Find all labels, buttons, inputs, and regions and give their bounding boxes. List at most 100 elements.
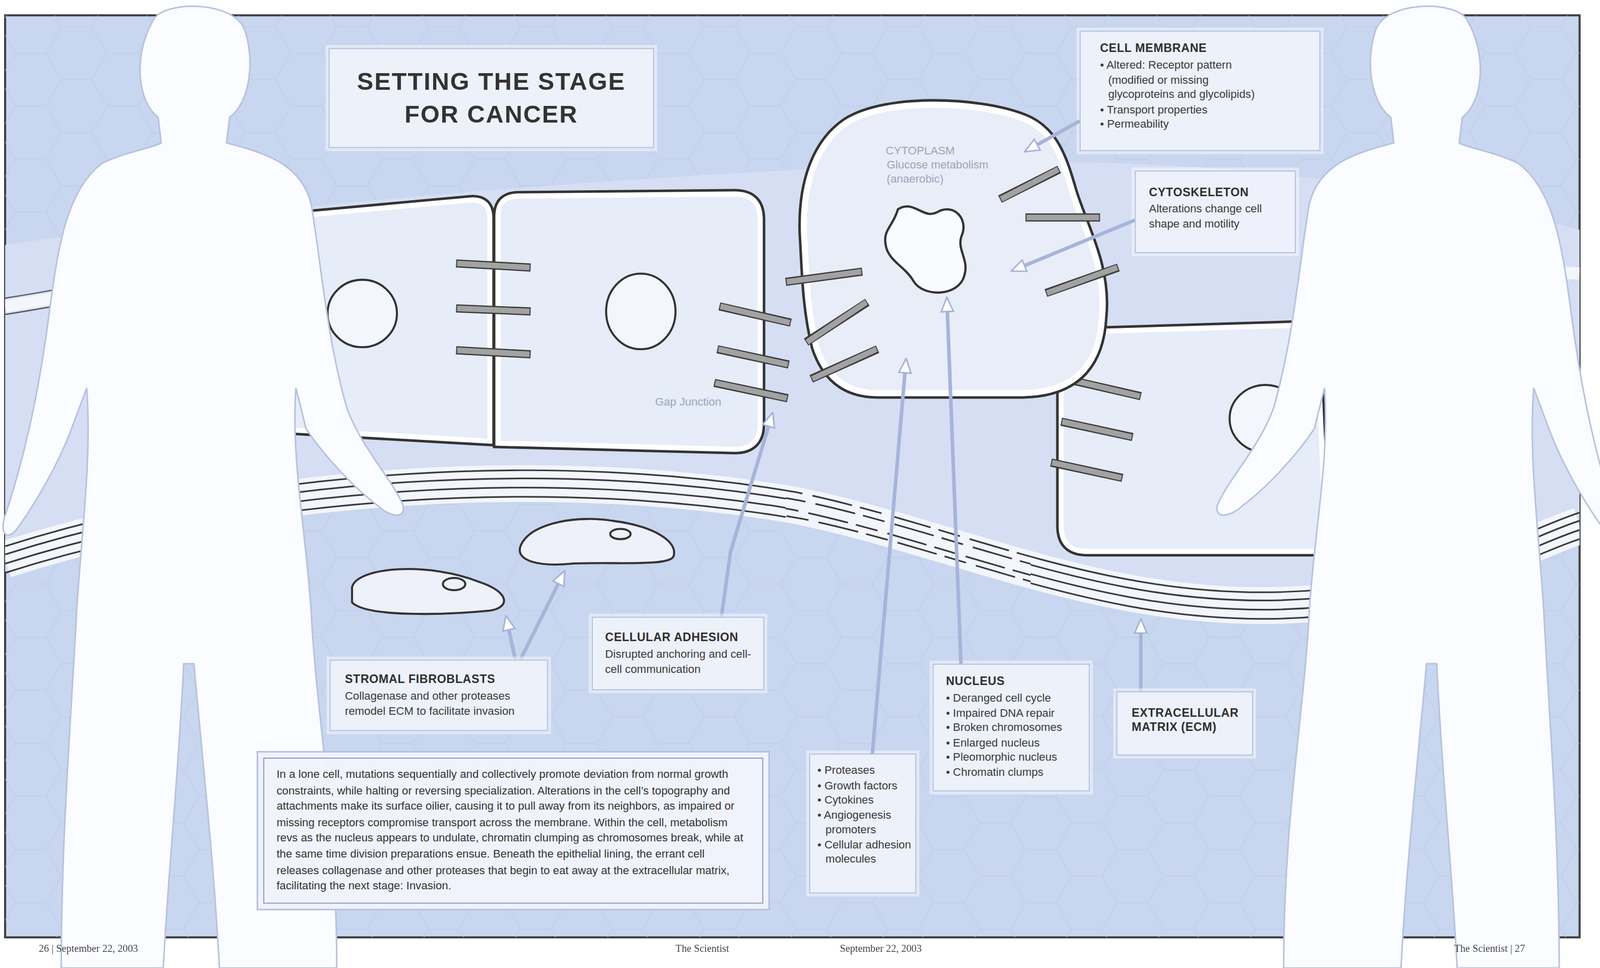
callout-box: • Proteases• Growth factors• Cytokines• …	[809, 753, 917, 894]
callout-arrow	[1012, 219, 1135, 271]
callout-box: CELL MEMBRANE• Altered: Receptor pattern…	[1079, 30, 1321, 152]
page-footer: 26 | September 22, 2003	[38, 941, 139, 954]
basement-membrane	[785, 469, 1031, 592]
box-text: • Proteases	[817, 762, 914, 778]
basement-membrane	[785, 496, 1031, 619]
region-note: Glucose metabolism (anaerobic)	[886, 157, 1002, 187]
box-text: • Broken chromosomes	[945, 719, 1083, 735]
box-text: • Permeability	[1099, 116, 1274, 132]
page-footer: September 22, 2003	[839, 941, 922, 954]
leader-arrow	[506, 616, 516, 660]
junction-bar	[720, 306, 791, 323]
box-text: Alterations change cell shape and motili…	[1149, 201, 1287, 231]
callout-box: EXTRACELLULAR MATRIX (ECM)	[1116, 690, 1254, 756]
page-footer: The Scientist | 27	[1454, 941, 1526, 954]
fibroblast	[351, 568, 504, 614]
box-text: • Cytokines	[817, 792, 914, 807]
callout-box: STROMAL FIBROBLASTSCollagenase and other…	[329, 659, 549, 732]
normal-cell	[498, 194, 761, 450]
box-text: • Pleomorphic nucleus	[945, 749, 1083, 764]
callout-box: CELLULAR ADHESIONDisrupted anchoring and…	[591, 616, 765, 691]
box-text: Collagenase and other proteases remodel …	[344, 687, 539, 718]
basement-membrane	[785, 469, 1031, 619]
leader-arrow	[1139, 619, 1143, 692]
cancer-cell: CYTOPLASMGlucose metabolism (anaerobic)	[795, 96, 1107, 403]
box-text: • Chromatin clumps	[945, 763, 1083, 779]
callout-box: CYTOSKELETON Alterations change cell shap…	[1134, 170, 1296, 254]
box-text: • Cellular adhesion molecules	[817, 836, 914, 867]
junction-bar	[806, 302, 868, 342]
cell-outline	[785, 104, 1119, 393]
box-heading: CELLULAR ADHESION	[605, 629, 755, 644]
fibroblast	[610, 528, 631, 540]
junction-bar	[812, 348, 877, 379]
title-text: SETTING THE STAGE FOR CANCER	[339, 65, 643, 132]
box-heading: EXTRACELLULAR MATRIX (ECM)	[1131, 705, 1244, 735]
callout-arrow	[872, 359, 907, 754]
junction-bar	[811, 348, 878, 379]
box-text: • Impaired DNA repair	[945, 704, 1083, 720]
leader-arrow	[721, 413, 773, 617]
caption-text: In a lone cell, mutations sequentially a…	[276, 766, 750, 895]
box-heading: STROMAL FIBROBLASTS	[344, 671, 539, 686]
box-text: • Transport properties	[1099, 101, 1274, 116]
junction-bar	[1051, 462, 1122, 478]
fibroblast	[351, 518, 675, 614]
callout-box: NUCLEUS• Deranged cell cycle• Impaired D…	[932, 663, 1091, 792]
normal-cell	[327, 279, 398, 348]
junction-bar	[456, 263, 531, 268]
box-text: • Angiogenesis promoters	[817, 806, 914, 837]
box-text: • Altered: Receptor pattern (modified or…	[1099, 56, 1274, 102]
junction-bar	[786, 271, 862, 282]
junction-bar	[715, 382, 788, 398]
junction-bar	[1070, 379, 1141, 396]
box-heading: NUCLEUS	[945, 673, 1083, 688]
normal-cell	[498, 194, 761, 450]
junction-bar	[1061, 421, 1134, 437]
junction-bar	[457, 263, 530, 268]
title-box: SETTING THE STAGE FOR CANCER	[328, 47, 655, 148]
junction-bar	[717, 348, 790, 365]
junction-bar	[1026, 214, 1100, 221]
junction-bar	[719, 306, 792, 323]
box-text: • Deranged cell cycle	[945, 689, 1083, 705]
junction-bar	[457, 308, 530, 312]
cell-outline	[803, 104, 1103, 393]
part-label: Gap Junction	[655, 394, 722, 407]
junction-bar	[1062, 421, 1133, 437]
normal-cell	[606, 273, 676, 350]
region-name: CYTOPLASM	[885, 142, 1019, 157]
junction-bar	[999, 169, 1059, 200]
box-heading: CELL MEMBRANE	[1099, 40, 1274, 55]
callout-arrow	[1025, 121, 1080, 152]
junction-bar	[714, 382, 789, 398]
junction-bar	[718, 348, 789, 365]
cell-outline	[795, 96, 1107, 403]
normal-cell	[498, 194, 761, 450]
junction-bar	[1000, 169, 1058, 200]
box-heading: CYTOSKELETON	[1149, 184, 1287, 199]
box-text: • Growth factors	[817, 777, 914, 792]
junction-bar	[785, 271, 863, 282]
leader-arrow	[520, 571, 565, 660]
junction-bar	[1050, 462, 1123, 478]
junction-bar	[1045, 267, 1119, 293]
cell-outline	[803, 104, 1103, 393]
junction-bar	[456, 349, 531, 354]
caption-box: In a lone cell, mutations sequentially a…	[263, 757, 764, 904]
basement-membrane	[785, 487, 1031, 610]
junction-bar	[1025, 213, 1101, 222]
leader-arrow	[506, 413, 1142, 692]
junction-bar	[1069, 379, 1142, 396]
junction-bar	[456, 308, 531, 312]
box-text: • Enlarged nucleus	[945, 734, 1083, 749]
nucleus-shape	[884, 206, 966, 293]
junction-bar	[807, 302, 867, 342]
fibroblast	[519, 518, 675, 565]
page-footer: The Scientist	[675, 941, 730, 954]
junction-bar	[457, 349, 530, 354]
junction-bar	[1046, 267, 1118, 293]
fibroblast	[442, 577, 466, 590]
